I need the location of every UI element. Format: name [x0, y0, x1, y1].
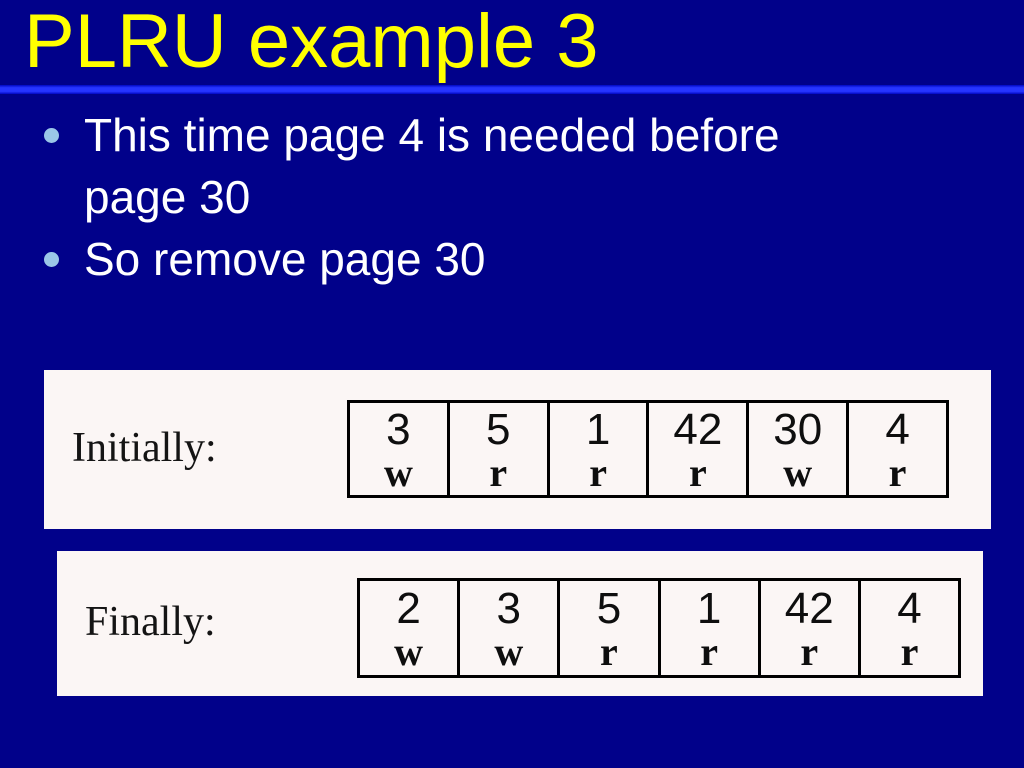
page-op: r	[600, 628, 618, 674]
page-cell: 42 r	[761, 581, 861, 675]
page-op: r	[700, 628, 718, 674]
bullet-text: So remove page 30	[84, 233, 486, 285]
bullet-dot	[44, 252, 59, 267]
page-number: 2	[396, 583, 421, 633]
bullet-item: This time page 4 is needed before page 3…	[44, 104, 864, 228]
page-cell: 1 r	[550, 403, 650, 495]
page-number: 30	[773, 404, 823, 454]
page-number: 42	[673, 404, 723, 454]
page-op: r	[800, 628, 819, 674]
bullet-text: This time page 4 is needed before page 3…	[84, 109, 780, 223]
bullet-item: So remove page 30	[44, 228, 864, 290]
page-cell: 4 r	[849, 403, 946, 495]
page-cell: 2 w	[360, 581, 461, 675]
page-op: w	[494, 628, 524, 674]
page-number: 4	[897, 583, 922, 633]
bullet-list: This time page 4 is needed before page 3…	[44, 104, 864, 290]
page-cell: 3 w	[350, 403, 450, 495]
page-op: r	[900, 628, 919, 674]
page-number: 4	[885, 404, 910, 454]
page-cell: 5 r	[560, 581, 661, 675]
initially-page-table: 3 w 5 r 1 r 42 r 30 w 4 r	[347, 400, 949, 498]
finally-label: Finally:	[85, 598, 216, 645]
page-number: 42	[784, 583, 834, 633]
finally-panel: Finally: 2 w 3 w 5 r 1 r 42 r	[57, 551, 983, 696]
page-number: 3	[496, 583, 521, 633]
page-op: w	[783, 449, 813, 495]
page-cell: 5 r	[450, 403, 550, 495]
page-op: r	[489, 449, 508, 495]
page-number: 5	[486, 404, 511, 454]
page-cell: 1 r	[661, 581, 761, 675]
initially-label: Initially:	[72, 424, 217, 471]
page-number: 3	[386, 404, 411, 454]
page-cell: 30 w	[749, 403, 850, 495]
page-number: 1	[585, 404, 611, 454]
page-cell: 4 r	[861, 581, 958, 675]
slide-title: PLRU example 3	[24, 0, 599, 84]
page-op: r	[888, 449, 907, 495]
page-op: r	[589, 449, 607, 495]
initially-panel: Initially: 3 w 5 r 1 r 42 r 30 w	[44, 370, 991, 529]
title-underline	[0, 85, 1024, 94]
bullet-dot	[44, 128, 59, 143]
page-cell: 3 w	[460, 581, 561, 675]
page-op: w	[394, 628, 424, 674]
page-number: 5	[596, 583, 622, 633]
page-number: 1	[696, 583, 722, 633]
page-op: w	[383, 449, 413, 495]
page-cell: 42 r	[649, 403, 750, 495]
finally-page-table: 2 w 3 w 5 r 1 r 42 r 4 r	[357, 578, 961, 678]
page-op: r	[689, 449, 707, 495]
